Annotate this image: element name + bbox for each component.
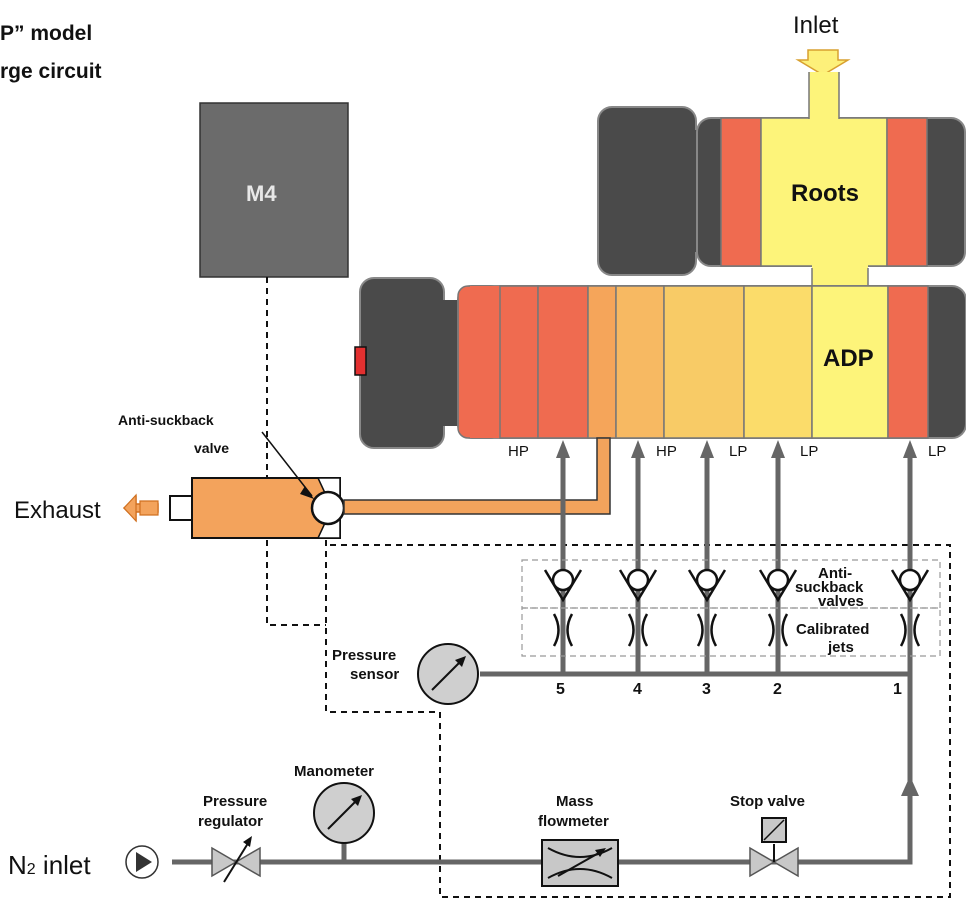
calibrated-jets-label-1: Calibrated	[796, 621, 869, 638]
pressure-sensor-label-2: sensor	[350, 666, 399, 683]
injection-lines	[480, 455, 913, 860]
anti-suckback-valves-label-3: valves	[818, 593, 864, 610]
jet-icons	[552, 613, 921, 647]
stop-valve-label: Stop valve	[730, 793, 805, 810]
port-label-5: HP	[508, 443, 529, 460]
line-number-4: 4	[633, 681, 642, 698]
anti-suckback-valve-body	[169, 477, 346, 539]
title-line-2: rge circuit	[0, 60, 102, 83]
mass-flowmeter-label-1: Mass	[556, 793, 594, 810]
manometer-label: Manometer	[294, 763, 374, 780]
calibrated-jets-group	[521, 607, 941, 657]
line-number-1: 1	[893, 681, 902, 698]
pressure-sensor-gauge-icon	[417, 643, 479, 705]
port-label-2: LP	[800, 443, 818, 460]
inlet-label: Inlet	[793, 12, 839, 39]
calibrated-jets-label-2: jets	[827, 639, 854, 656]
solenoid-valve-icon	[749, 817, 799, 878]
manometer-gauge-icon	[313, 782, 375, 844]
pressure-regulator-label-2: regulator	[198, 813, 263, 830]
anti-suckback-valves-group	[521, 559, 941, 609]
control-lines	[266, 277, 951, 898]
flowmeter-icon	[541, 839, 619, 887]
check-valve-icons	[543, 568, 930, 603]
exhaust-pipe	[343, 437, 611, 515]
anti-suckback-valve-label-1: Anti-suckback	[118, 412, 214, 428]
port-label-1: LP	[928, 443, 946, 460]
anti-suckback-valves-label-2: suckback	[795, 579, 864, 596]
anti-suckback-valve-label-2: valve	[194, 440, 229, 456]
n2-inlet-label: N2 inlet	[8, 850, 91, 880]
line-number-2: 2	[773, 681, 782, 698]
inlet-arrow-icon	[795, 49, 851, 76]
mass-flowmeter-label-2: flowmeter	[538, 813, 609, 830]
roots-label: Roots	[791, 180, 859, 207]
play-icon	[125, 845, 159, 879]
anti-suckback-valves-label-1: Anti-	[818, 565, 852, 582]
m4-box	[199, 102, 349, 278]
line-number-3: 3	[702, 681, 711, 698]
pressure-sensor-label-1: Pressure	[332, 647, 396, 664]
pressure-regulator-label-1: Pressure	[203, 793, 267, 810]
m4-label: M4	[246, 181, 277, 206]
title-line-1: P” model	[0, 22, 92, 45]
exhaust-label: Exhaust	[14, 497, 101, 524]
port-label-4: HP	[656, 443, 677, 460]
roots-pump	[597, 72, 966, 276]
line-number-5: 5	[556, 681, 565, 698]
regulator-icon	[211, 836, 261, 883]
adp-pump	[354, 277, 966, 449]
port-label-3: LP	[729, 443, 747, 460]
adp-label: ADP	[823, 345, 874, 372]
